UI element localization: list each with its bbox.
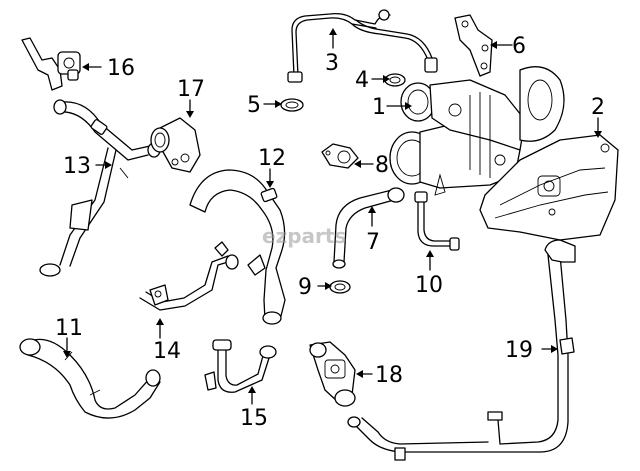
coolant-hose-part-19 <box>347 239 576 461</box>
callout-17: 17 <box>177 77 205 102</box>
callout-3: 3 <box>325 51 339 76</box>
callout-2: 2 <box>591 95 605 120</box>
flange-gasket-part <box>321 143 359 169</box>
coolant-line-part-14 <box>139 241 239 311</box>
heat-shield-part <box>479 134 619 241</box>
callout-9: 9 <box>298 275 312 300</box>
callout-19: 19 <box>505 338 533 363</box>
watermark-logo: ezparts <box>262 224 346 248</box>
washer-part-5 <box>280 98 304 112</box>
coolant-hose-part-12 <box>189 169 286 325</box>
oil-feed-line-part <box>287 9 438 83</box>
bracket-part-6 <box>454 14 493 77</box>
callout-18: 18 <box>375 363 403 388</box>
washer-part-9 <box>329 280 351 294</box>
callout-1: 1 <box>372 95 386 120</box>
callout-12: 12 <box>258 146 286 171</box>
callout-5: 5 <box>247 93 261 118</box>
callout-7: 7 <box>366 230 380 255</box>
vacuum-line-part <box>414 191 460 251</box>
bleeder-fitting-part <box>21 37 81 91</box>
callout-6: 6 <box>512 34 526 59</box>
coolant-line-part-15 <box>204 339 277 393</box>
oil-return-pipe-part <box>332 187 405 269</box>
callout-8: 8 <box>375 153 389 178</box>
callout-15: 15 <box>240 406 268 431</box>
thermostat-housing-part <box>150 117 201 173</box>
callout-labels: 1 2 3 4 5 6 7 8 9 10 11 12 13 14 15 16 1… <box>55 34 605 431</box>
coolant-hose-part-11 <box>19 338 161 419</box>
coolant-valve-part <box>309 341 356 407</box>
coolant-pipe-part-13 <box>39 99 161 277</box>
callout-11: 11 <box>55 316 83 341</box>
callout-16: 16 <box>107 56 135 81</box>
turbocharger-part <box>389 66 565 196</box>
leader-lines <box>63 28 602 405</box>
callout-14: 14 <box>153 339 181 364</box>
callout-13: 13 <box>63 154 91 179</box>
callout-4: 4 <box>355 68 369 93</box>
callout-10: 10 <box>415 273 443 298</box>
